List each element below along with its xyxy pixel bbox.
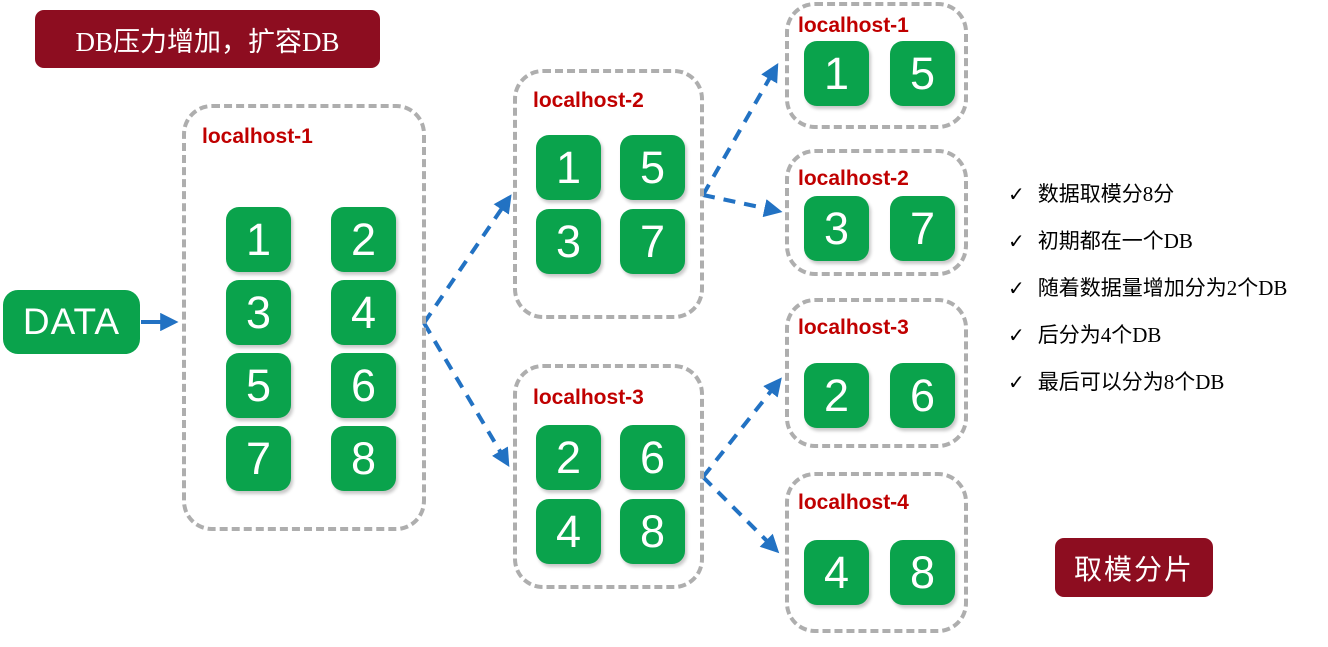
host-right-localhost-3: localhost-3 2 6 <box>785 298 968 448</box>
shard-square: 6 <box>890 363 955 428</box>
arrow-midbottom-to-right4 <box>701 475 780 554</box>
host-right-localhost-1: localhost-1 1 5 <box>785 2 968 129</box>
arrow-midtop-to-right1 <box>701 63 779 196</box>
check-icon: ✓ <box>1008 370 1025 394</box>
shard-square: 3 <box>226 280 291 345</box>
shard-square: 3 <box>536 209 601 274</box>
host-mid2-shard-grid: 1 5 3 7 <box>536 135 685 274</box>
banner-modulo-sharding: 取模分片 <box>1055 538 1213 597</box>
data-node-label: DATA <box>22 301 121 342</box>
checklist-item: ✓ 后分为4个DB <box>1008 319 1287 349</box>
host-r4-label: localhost-4 <box>798 491 909 514</box>
checklist-item: ✓ 数据取模分8分 <box>1008 178 1287 208</box>
shard-square: 6 <box>620 425 685 490</box>
banner-modulo-sharding-label: 取模分片 <box>1073 554 1194 586</box>
host-mid-localhost-3: localhost-3 2 6 4 8 <box>513 364 704 589</box>
checklist-item: ✓ 初期都在一个DB <box>1008 225 1287 255</box>
shard-square: 7 <box>226 426 291 491</box>
checklist-item: ✓ 随着数据量增加分为2个DB <box>1008 272 1287 302</box>
check-icon: ✓ <box>1008 323 1025 347</box>
notes-checklist: ✓ 数据取模分8分 ✓ 初期都在一个DB ✓ 随着数据量增加分为2个DB ✓ 后… <box>1008 178 1287 413</box>
arrow-main-to-mid-bottom <box>422 321 510 467</box>
shard-square: 4 <box>536 499 601 564</box>
host-r4-shard-grid: 4 8 <box>804 540 955 605</box>
shard-square: 2 <box>331 207 396 272</box>
checklist-item-text: 数据取模分8分 <box>1037 182 1175 206</box>
host-r2-shard-grid: 3 7 <box>804 196 955 261</box>
host-right-localhost-4: localhost-4 4 8 <box>785 472 968 633</box>
host-main-localhost-1: localhost-1 1 2 3 4 5 6 7 8 <box>182 104 426 531</box>
host-mid2-label: localhost-2 <box>533 89 644 112</box>
host-r1-label: localhost-1 <box>798 14 909 37</box>
shard-square: 8 <box>890 540 955 605</box>
banner-scale-out-db: DB压力增加，扩容DB <box>35 10 380 68</box>
shard-square: 5 <box>226 353 291 418</box>
shard-square: 6 <box>331 353 396 418</box>
shard-square: 2 <box>804 363 869 428</box>
check-icon: ✓ <box>1008 229 1025 253</box>
host-r2-label: localhost-2 <box>798 167 909 190</box>
host-r3-label: localhost-3 <box>798 316 909 339</box>
check-icon: ✓ <box>1008 276 1025 300</box>
arrow-midbottom-to-right3 <box>701 377 782 479</box>
host-mid3-label: localhost-3 <box>533 386 644 409</box>
host-r3-shard-grid: 2 6 <box>804 363 955 428</box>
shard-square: 2 <box>536 425 601 490</box>
data-node: DATA <box>3 290 140 354</box>
host-main-label: localhost-1 <box>202 125 313 148</box>
shard-square: 4 <box>331 280 396 345</box>
shard-square: 8 <box>620 499 685 564</box>
shard-square: 5 <box>890 41 955 106</box>
shard-square: 7 <box>890 196 955 261</box>
check-icon: ✓ <box>1008 182 1025 206</box>
shard-square: 1 <box>226 207 291 272</box>
banner-scale-out-db-label: DB压力增加，扩容DB <box>75 26 340 57</box>
host-mid-localhost-2: localhost-2 1 5 3 7 <box>513 69 704 319</box>
checklist-item-text: 初期都在一个DB <box>1037 229 1193 253</box>
shard-square: 3 <box>804 196 869 261</box>
checklist-item-text: 最后可以分为8个DB <box>1037 370 1225 394</box>
shard-square: 1 <box>536 135 601 200</box>
arrow-midtop-to-right2 <box>702 193 783 218</box>
checklist-item: ✓ 最后可以分为8个DB <box>1008 366 1287 396</box>
host-r1-shard-grid: 1 5 <box>804 41 955 106</box>
checklist-item-text: 随着数据量增加分为2个DB <box>1037 276 1288 300</box>
shard-square: 8 <box>331 426 396 491</box>
shard-square: 1 <box>804 41 869 106</box>
host-main-shard-grid: 1 2 3 4 5 6 7 8 <box>226 207 396 491</box>
checklist-item-text: 后分为4个DB <box>1037 323 1162 347</box>
shard-square: 7 <box>620 209 685 274</box>
host-right-localhost-2: localhost-2 3 7 <box>785 149 968 276</box>
shard-square: 5 <box>620 135 685 200</box>
shard-square: 4 <box>804 540 869 605</box>
arrow-main-to-mid-top <box>422 194 512 325</box>
host-mid3-shard-grid: 2 6 4 8 <box>536 425 685 564</box>
